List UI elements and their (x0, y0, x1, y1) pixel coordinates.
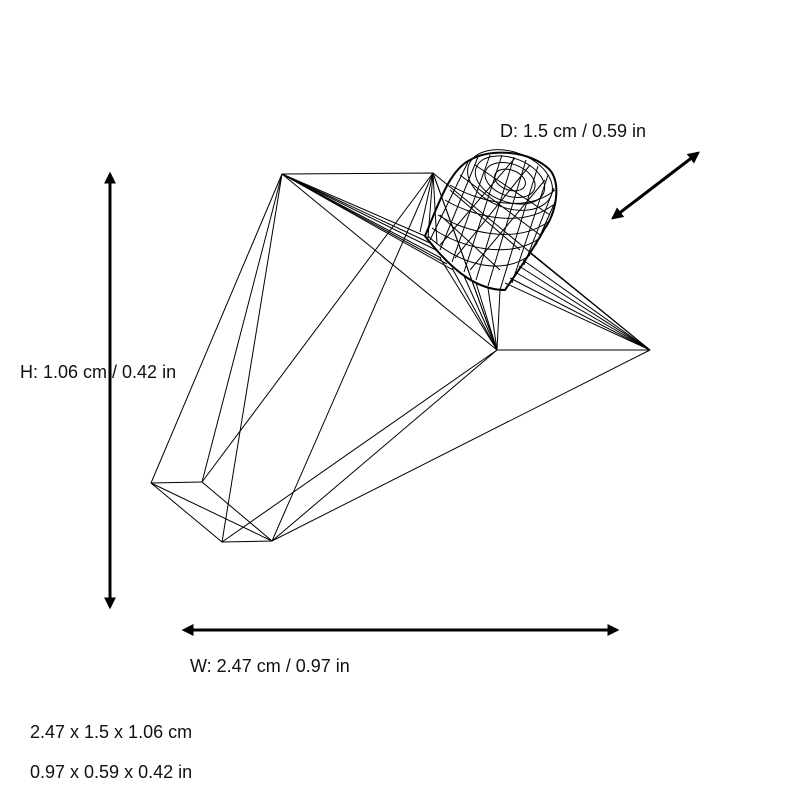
summary-cm: 2.47 x 1.5 x 1.06 cm (30, 722, 193, 742)
wireframe-body (150, 172, 651, 543)
depth-arrow (611, 151, 700, 220)
width-label: W: 2.47 cm / 0.97 in (190, 656, 350, 676)
dome-wireframe (423, 149, 558, 292)
summary-in: 0.97 x 0.59 x 0.42 in (30, 762, 193, 782)
height-label: H: 1.06 cm / 0.42 in (20, 362, 177, 382)
depth-label: D: 1.5 cm / 0.59 in (500, 121, 647, 141)
